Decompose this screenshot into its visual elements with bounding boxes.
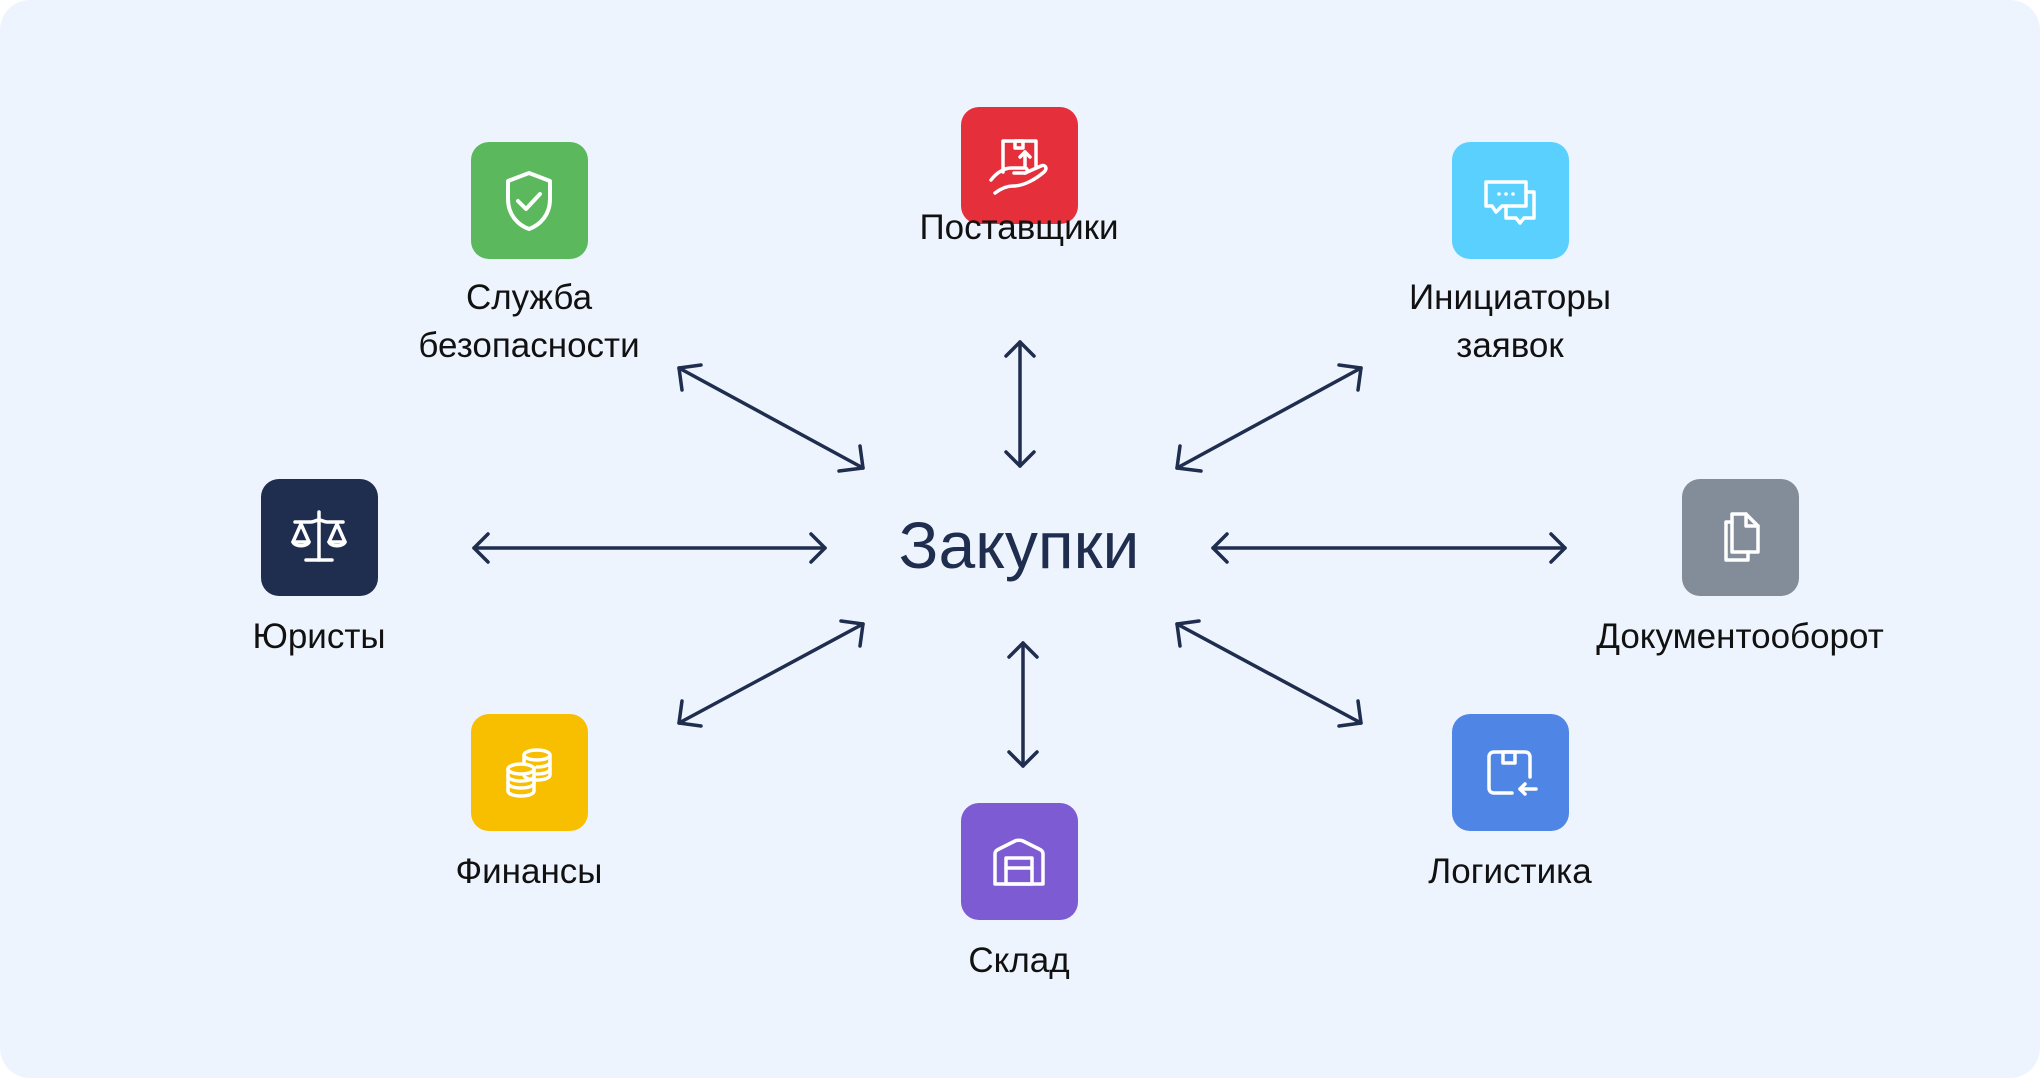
label-line-1: Инициаторы bbox=[1408, 278, 1612, 317]
node-suppliers: Поставщики bbox=[869, 107, 1169, 247]
node-label: Инициаторы заявок bbox=[1310, 274, 1710, 370]
node-lawyers: Юристы bbox=[169, 479, 469, 656]
chat-bubbles-icon bbox=[1451, 142, 1569, 259]
center-node-title: Закупки bbox=[898, 508, 1140, 582]
scales-icon bbox=[260, 479, 378, 596]
node-security: Служба безопасности bbox=[379, 142, 679, 365]
node-label: Финансы bbox=[329, 848, 729, 896]
hand-box-icon bbox=[960, 107, 1078, 224]
node-label: Юристы bbox=[119, 613, 519, 661]
arrow-initiators bbox=[1175, 363, 1363, 473]
node-finance: Финансы bbox=[379, 714, 679, 891]
shield-check-icon bbox=[470, 142, 588, 259]
arrow-security bbox=[677, 363, 865, 473]
label-line-1: Финансы bbox=[455, 852, 603, 891]
node-label: Документооборот bbox=[1540, 613, 1940, 661]
package-arrow-icon bbox=[1451, 714, 1569, 831]
node-label: Служба безопасности bbox=[329, 274, 729, 370]
label-line-1: Документооборот bbox=[1596, 617, 1884, 656]
label-line-2: заявок bbox=[1456, 326, 1564, 365]
coins-icon bbox=[470, 714, 588, 831]
label-line-1: Служба bbox=[465, 278, 593, 317]
label-line-1: Логистика bbox=[1428, 852, 1592, 891]
documents-icon bbox=[1681, 479, 1799, 596]
label-line-1: Поставщики bbox=[919, 208, 1119, 247]
warehouse-icon bbox=[960, 803, 1078, 920]
node-label: Логистика bbox=[1310, 848, 1710, 896]
arrow-docflow bbox=[1211, 532, 1567, 564]
node-warehouse: Склад bbox=[869, 803, 1169, 980]
node-logistics: Логистика bbox=[1360, 714, 1660, 891]
label-line-2: безопасности bbox=[418, 326, 640, 365]
arrow-suppliers bbox=[1004, 340, 1036, 468]
arrow-warehouse bbox=[1007, 641, 1039, 768]
label-line-1: Юристы bbox=[252, 617, 386, 656]
node-initiators: Инициаторы заявок bbox=[1360, 142, 1660, 365]
node-label: Склад bbox=[819, 937, 1219, 985]
node-docflow: Документооборот bbox=[1590, 479, 1890, 656]
arrow-finance bbox=[677, 619, 865, 728]
node-label: Поставщики bbox=[819, 204, 1219, 252]
label-line-1: Склад bbox=[968, 941, 1070, 980]
arrow-lawyers bbox=[472, 532, 827, 564]
arrow-logistics bbox=[1175, 619, 1363, 728]
